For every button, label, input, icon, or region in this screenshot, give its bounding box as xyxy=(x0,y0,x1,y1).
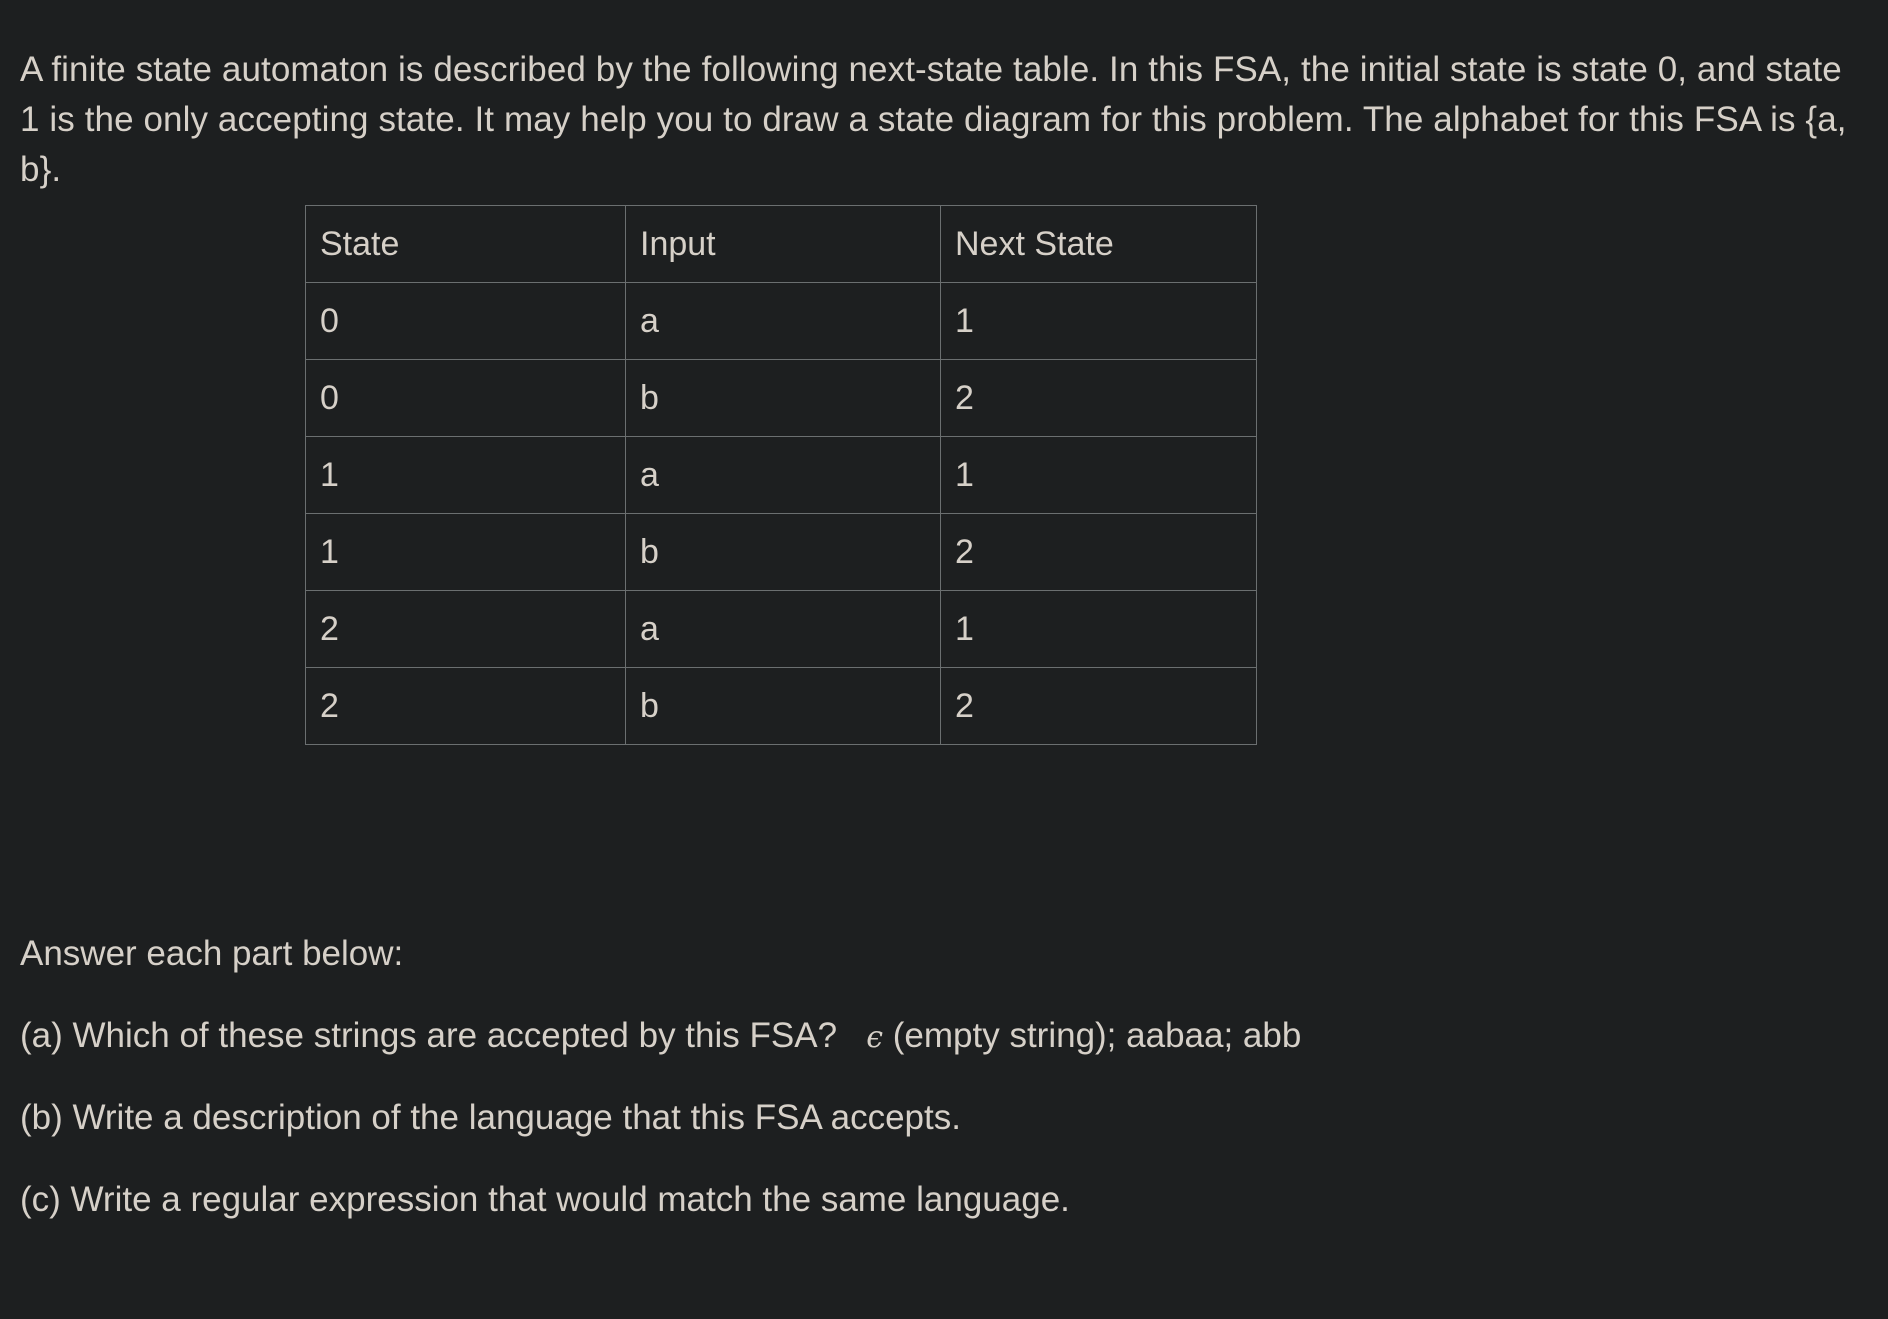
cell-state: 0 xyxy=(305,282,626,360)
answer-instructions: Answer each part below: xyxy=(20,934,404,973)
question-part-a: (a) Which of these strings are accepted … xyxy=(20,1012,1301,1062)
question-part-c: (c) Write a regular expression that woul… xyxy=(20,1180,1070,1219)
cell-input: a xyxy=(625,282,941,360)
cell-state: 1 xyxy=(305,513,626,591)
cell-state: 1 xyxy=(305,436,626,514)
cell-input: b xyxy=(625,513,941,591)
cell-next-state: 1 xyxy=(940,282,1257,360)
cell-state: 0 xyxy=(305,359,626,437)
cell-state: 2 xyxy=(305,667,626,745)
part-a-prefix: (a) Which of these strings are accepted … xyxy=(20,1016,867,1055)
column-header-next-state: Next State xyxy=(940,205,1257,283)
cell-next-state: 2 xyxy=(940,513,1257,591)
cell-next-state: 1 xyxy=(940,590,1257,668)
table-row: 2 a 1 xyxy=(305,590,1257,668)
cell-next-state: 2 xyxy=(940,359,1257,437)
table-row: 2 b 2 xyxy=(305,667,1257,745)
cell-next-state: 2 xyxy=(940,667,1257,745)
part-a-suffix: (empty string); aabaa; abb xyxy=(883,1016,1302,1055)
table-row: 1 a 1 xyxy=(305,436,1257,514)
table-row: 1 b 2 xyxy=(305,513,1257,591)
question-part-b: (b) Write a description of the language … xyxy=(20,1098,961,1137)
table-header-row: State Input Next State xyxy=(305,205,1257,283)
intro-paragraph: A finite state automaton is described by… xyxy=(20,50,1847,189)
next-state-table: State Input Next State 0 a 1 0 b 2 1 xyxy=(305,205,1257,745)
cell-input: b xyxy=(625,359,941,437)
column-header-state: State xyxy=(305,205,626,283)
column-header-input: Input xyxy=(625,205,941,283)
cell-input: a xyxy=(625,590,941,668)
cell-input: b xyxy=(625,667,941,745)
cell-input: a xyxy=(625,436,941,514)
cell-state: 2 xyxy=(305,590,626,668)
epsilon-symbol: ϵ xyxy=(866,1020,884,1055)
cell-next-state: 1 xyxy=(940,436,1257,514)
table-row: 0 a 1 xyxy=(305,282,1257,360)
next-state-table-container: State Input Next State 0 a 1 0 b 2 1 xyxy=(305,205,1257,745)
table-row: 0 b 2 xyxy=(305,359,1257,437)
